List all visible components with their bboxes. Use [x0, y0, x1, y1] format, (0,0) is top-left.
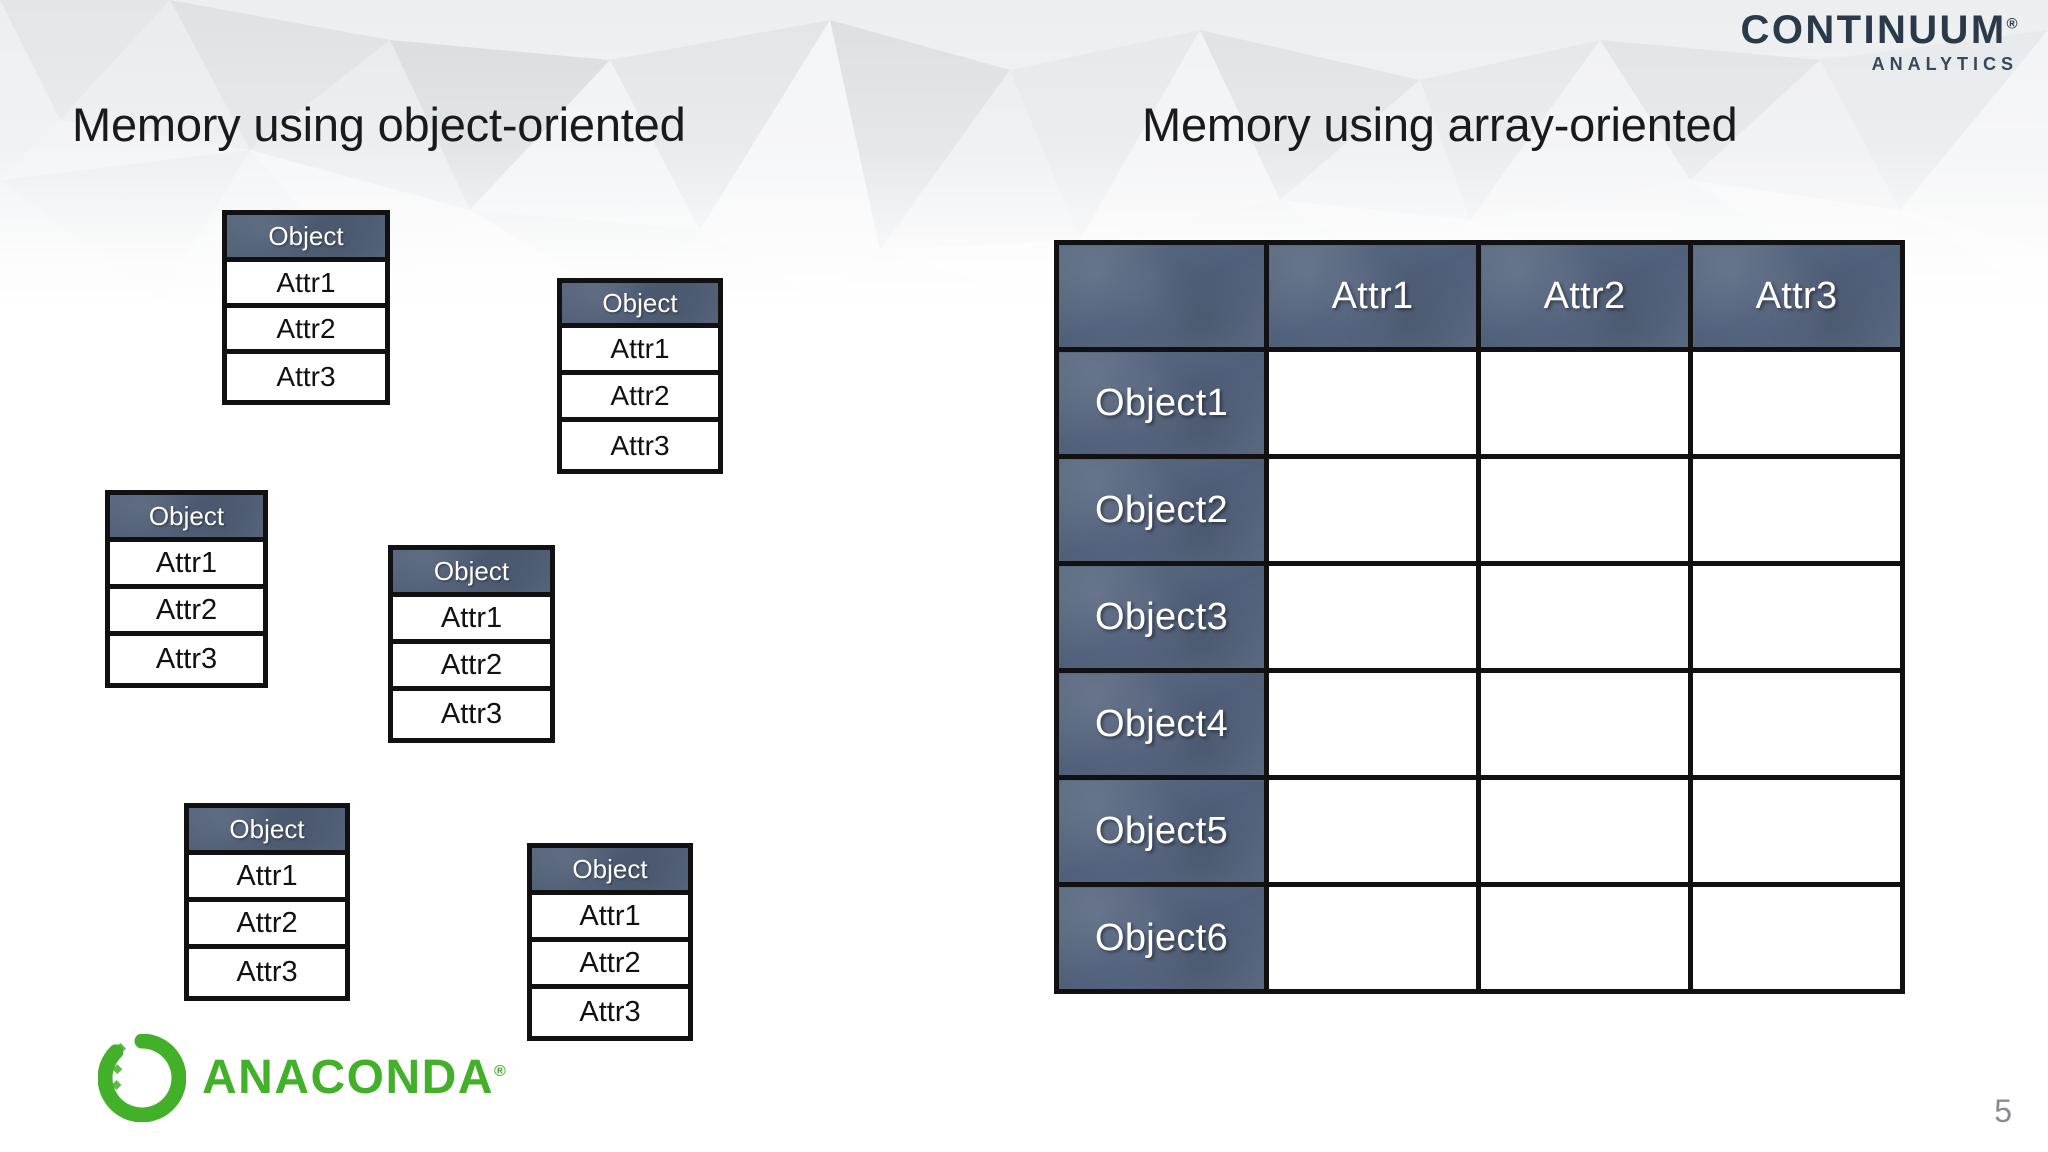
array-table-cell: [1688, 347, 1905, 459]
array-table-row: Object2: [1054, 454, 1905, 566]
object-box-attribute: Attr2: [562, 375, 718, 422]
object-box-attribute: Attr2: [227, 308, 385, 354]
array-table-cell: [1264, 347, 1481, 459]
object-box-attribute: Attr1: [227, 262, 385, 308]
array-table-row-label: Object6: [1054, 882, 1269, 994]
object-box-attribute: Attr2: [532, 942, 688, 989]
object-box-attribute: Attr3: [532, 989, 688, 1036]
continuum-wordmark: CONTINUUM®: [1730, 10, 2020, 50]
array-table-row: Object5: [1054, 775, 1905, 887]
array-table-row-label: Object4: [1054, 668, 1269, 780]
object-box-header: Object: [532, 848, 688, 895]
object-box-attribute: Attr3: [562, 422, 718, 469]
array-table-cell: [1688, 668, 1905, 780]
object-box-attribute: Attr2: [189, 902, 345, 949]
continuum-registered-mark: ®: [2006, 15, 2020, 33]
anaconda-wordmark-text: ANACONDA: [202, 1051, 494, 1104]
continuum-analytics-logo: CONTINUUM® ANALYTICS: [1730, 10, 2020, 73]
continuum-wordmark-text: CONTINUUM: [1740, 8, 2007, 52]
array-table-cell: [1264, 775, 1481, 887]
array-table-cell: [1264, 454, 1481, 566]
object-box-attribute: Attr1: [393, 597, 550, 644]
object-box-header: Object: [562, 283, 718, 328]
object-box-attribute: Attr1: [532, 895, 688, 942]
anaconda-wordmark: ANACONDA®: [202, 1054, 507, 1102]
anaconda-logo: ANACONDA®: [98, 1034, 507, 1122]
continuum-subtitle: ANALYTICS: [1871, 54, 2018, 74]
array-table-cell: [1264, 561, 1481, 673]
array-table-row-label: Object2: [1054, 454, 1269, 566]
page-number: 5: [1994, 1093, 2012, 1129]
object-box-attribute: Attr3: [227, 354, 385, 400]
object-box-attribute: Attr3: [189, 949, 345, 996]
array-table-cell: [1264, 882, 1481, 994]
array-table-cell: [1264, 668, 1481, 780]
object-box-header: Object: [110, 495, 263, 542]
array-table-cell: [1688, 882, 1905, 994]
array-table-row: Object3: [1054, 561, 1905, 673]
object-box-header: Object: [189, 808, 345, 855]
object-box-attribute: Attr3: [110, 636, 263, 683]
array-table-column-header: Attr3: [1688, 240, 1905, 352]
object-box-attribute: Attr1: [110, 542, 263, 589]
array-table-cell: [1476, 668, 1693, 780]
object-box-attribute: Attr3: [393, 691, 550, 738]
heading-array-oriented: Memory using array-oriented: [1142, 98, 1738, 151]
object-box-attribute: Attr2: [110, 589, 263, 636]
object-box-header: Object: [393, 550, 550, 597]
object-box-attribute: Attr2: [393, 644, 550, 691]
heading-object-oriented: Memory using object-oriented: [72, 98, 686, 151]
array-table-cell: [1476, 347, 1693, 459]
object-box-attribute: Attr1: [189, 855, 345, 902]
array-table-row-label: Object1: [1054, 347, 1269, 459]
object-box-header: Object: [227, 215, 385, 262]
array-table-row: Object1: [1054, 347, 1905, 459]
array-table-row-label: Object5: [1054, 775, 1269, 887]
array-table-cell: [1688, 454, 1905, 566]
array-table-column-header: Attr2: [1476, 240, 1693, 352]
array-table-cell: [1688, 775, 1905, 887]
object-box-attribute: Attr1: [562, 328, 718, 375]
array-table-cell: [1688, 561, 1905, 673]
array-table-cell: [1476, 561, 1693, 673]
array-table-corner-cell: [1054, 240, 1269, 352]
array-table-column-header: Attr1: [1264, 240, 1481, 352]
anaconda-registered-mark: ®: [493, 1063, 508, 1080]
array-table-cell: [1476, 775, 1693, 887]
array-table-row-label: Object3: [1054, 561, 1269, 673]
array-table-cell: [1476, 882, 1693, 994]
array-table-row: Object6: [1054, 882, 1905, 994]
anaconda-circle-icon: [98, 1034, 186, 1122]
array-table-cell: [1476, 454, 1693, 566]
array-table-row: Object4: [1054, 668, 1905, 780]
